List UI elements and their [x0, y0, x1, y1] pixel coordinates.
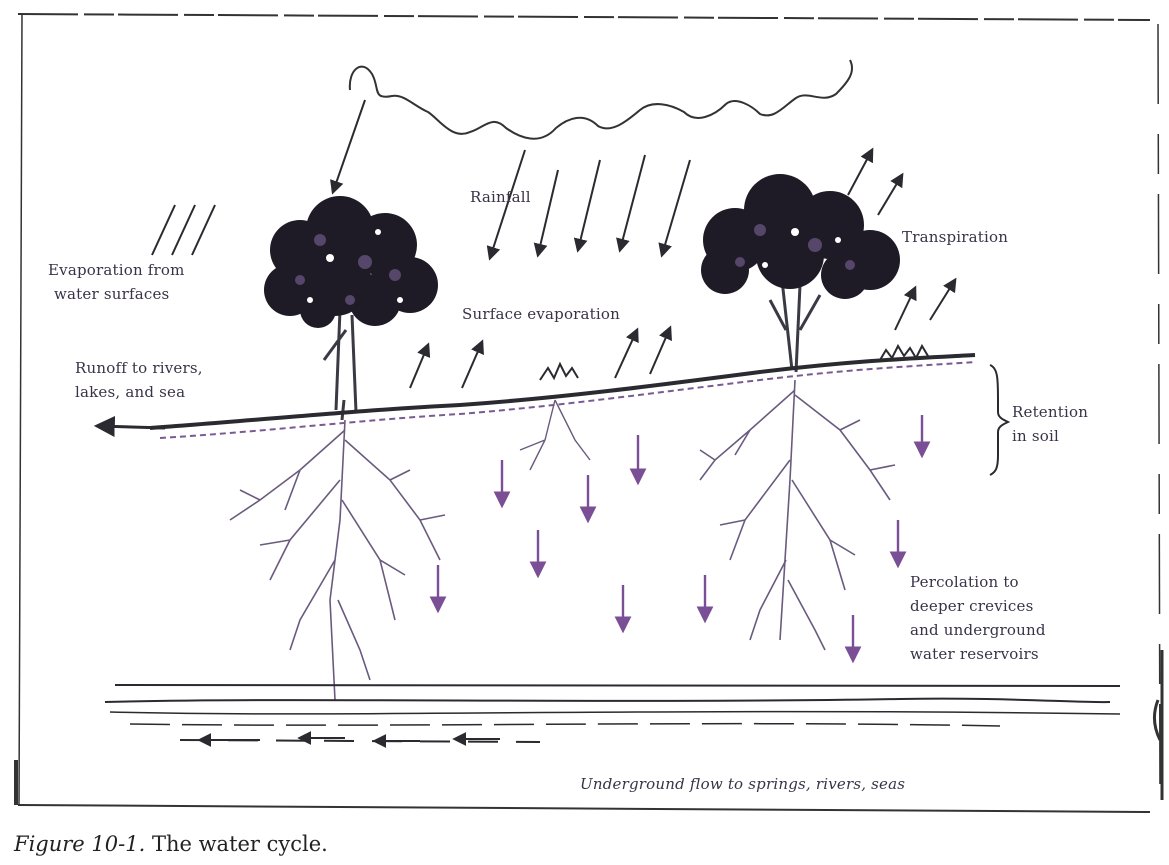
label-underground-flow: Underground flow to springs, rivers, sea… — [580, 772, 905, 796]
figure-caption: Figure 10-1. The water cycle. — [14, 832, 328, 856]
label-percolation-line1: Percolation to — [910, 570, 1046, 594]
label-evaporation-water: Evaporation from water surfaces — [48, 258, 185, 306]
evaporation-arrows — [152, 205, 215, 255]
label-evaporation-water-line1: Evaporation from — [48, 258, 185, 282]
label-runoff: Runoff to rivers, lakes, and sea — [75, 356, 203, 404]
label-percolation: Percolation to deeper crevices and under… — [910, 570, 1046, 666]
label-percolation-line4: water reservoirs — [910, 642, 1046, 666]
label-runoff-line2: lakes, and sea — [75, 380, 203, 404]
runoff-arrow — [98, 426, 165, 428]
label-surface-evaporation: Surface evaporation — [462, 302, 620, 326]
label-percolation-line3: and underground — [910, 618, 1046, 642]
cloud — [350, 60, 852, 139]
label-runoff-line1: Runoff to rivers, — [75, 356, 203, 380]
label-transpiration: Transpiration — [902, 225, 1008, 249]
left-tree-roots — [230, 420, 445, 700]
caption-text: The water cycle. — [152, 832, 328, 856]
left-tree — [264, 196, 438, 420]
label-rainfall: Rainfall — [470, 185, 531, 209]
label-retention-line2: in soil — [1012, 424, 1088, 448]
right-tree-roots — [700, 380, 895, 650]
middle-roots — [520, 400, 590, 470]
retention-bracket — [990, 365, 1008, 475]
label-retention-line1: Retention — [1012, 400, 1088, 424]
label-percolation-line2: deeper crevices — [910, 594, 1046, 618]
label-evaporation-water-line2: water surfaces — [54, 282, 185, 306]
figure-frame — [16, 14, 1162, 812]
caption-number: Figure 10-1. — [14, 832, 145, 856]
percolation-arrows — [438, 415, 922, 660]
label-retention: Retention in soil — [1012, 400, 1088, 448]
right-tree — [701, 174, 900, 372]
underground-water-layer — [105, 685, 1120, 742]
